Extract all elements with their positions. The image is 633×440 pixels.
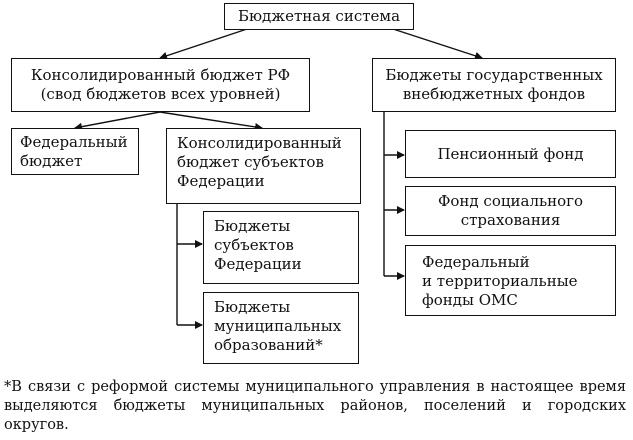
node-pension-fund: Пенсионный фонд (405, 130, 616, 178)
node-subject-budgets-line3: Федерации (214, 255, 302, 273)
node-subject-budgets-line1: Бюджеты (214, 217, 291, 235)
node-consolidated-subjects: Консолидированный бюджет субъектов Федер… (166, 128, 361, 204)
node-consolidated-rf-line1: Консолидированный бюджет РФ (30, 66, 291, 84)
node-consolidated-subjects-line2: бюджет субъектов (177, 153, 324, 171)
node-municipal-budgets-line2: муниципальных (214, 317, 342, 335)
node-offbudget-funds-line1: Бюджеты государственных (385, 66, 603, 84)
node-oms-funds-line1: Федеральный (422, 253, 530, 271)
node-social-insurance-line2: страхования (460, 211, 561, 229)
node-oms-funds-line2: и территориальные (422, 272, 578, 290)
node-federal-budget: Федеральный бюджет (11, 128, 139, 175)
node-social-insurance-line1: Фонд социального (437, 192, 584, 210)
node-federal-budget-line2: бюджет (20, 152, 83, 170)
node-budget-system-label: Бюджетная система (237, 7, 401, 25)
node-oms-funds: Федеральный и территориальные фонды ОМС (405, 245, 616, 316)
arrow-root-to-consolidated (159, 27, 251, 60)
node-subject-budgets: Бюджеты субъектов Федерации (203, 211, 359, 284)
node-consolidated-subjects-line3: Федерации (177, 172, 265, 190)
node-offbudget-funds: Бюджеты государственных внебюджетных фон… (372, 58, 616, 112)
node-municipal-budgets-line1: Бюджеты (214, 298, 291, 316)
node-social-insurance-fund: Фонд социального страхования (405, 186, 616, 236)
node-municipal-budgets: Бюджеты муниципальных образований* (203, 292, 359, 364)
node-consolidated-rf: Консолидированный бюджет РФ (свод бюджет… (11, 58, 310, 112)
node-subject-budgets-line2: субъектов (214, 236, 294, 254)
node-federal-budget-line1: Федеральный (20, 133, 128, 151)
arrow-root-to-funds (389, 27, 483, 60)
node-municipal-budgets-line3: образований* (214, 336, 323, 354)
node-oms-funds-line3: фонды ОМС (422, 291, 518, 309)
node-offbudget-funds-line2: внебюджетных фондов (402, 85, 586, 103)
node-pension-fund-label: Пенсионный фонд (437, 145, 584, 163)
arrow-to-consolidated-subjects (159, 111, 263, 131)
footnote: *В связи с реформой системы муниципально… (4, 379, 626, 433)
node-consolidated-rf-line2: (свод бюджетов всех уровней) (40, 85, 281, 103)
arrow-to-federal (74, 111, 161, 131)
node-budget-system: Бюджетная система (224, 3, 414, 30)
node-consolidated-subjects-line1: Консолидированный (177, 134, 342, 152)
